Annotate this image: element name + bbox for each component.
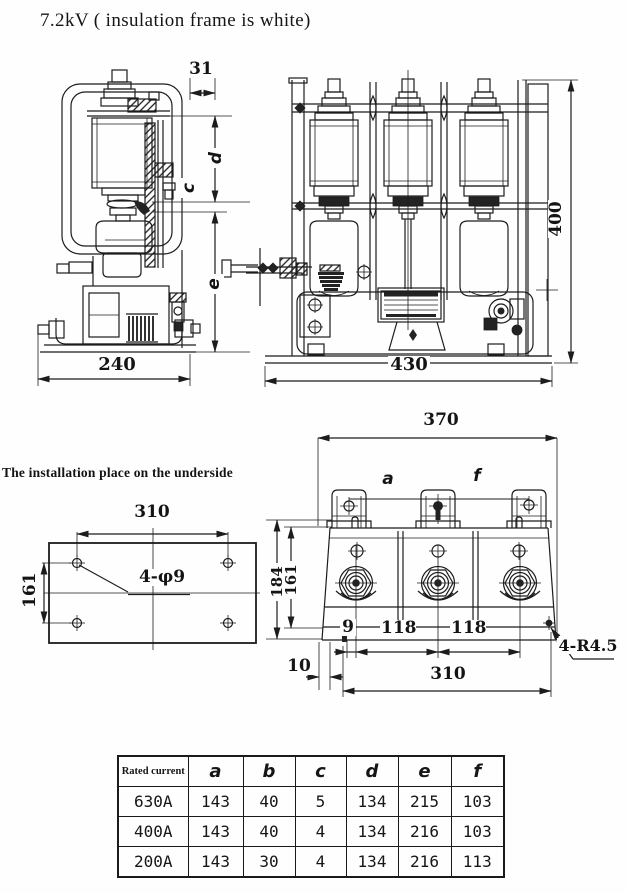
side-dim-31: 31 [186,61,216,78]
bottom-dim-4-r45: 4-R4.5 [557,636,619,655]
bottom-dim-a: a [380,471,396,488]
trip-mechanism [483,298,525,336]
cell: 103 [450,816,505,847]
dim-430 [264,366,553,387]
cell: 143 [187,846,244,878]
dim-310-bottom [342,632,552,697]
cell: 103 [450,786,505,817]
plate-dim-4-phi9: 4-φ9 [133,569,191,586]
bottom-dim-370: 370 [421,412,461,429]
terminal-3 [499,545,541,658]
base-bracket [37,318,250,353]
bottom-dim-10: 10 [286,656,312,676]
spec-header-label: Rated current [117,755,189,787]
plate-dim-161: 161 [20,572,40,609]
nameplate [377,287,445,323]
flexible-shunt [134,201,150,215]
laminated-stack [318,272,344,291]
dim-370 [317,434,558,642]
bottom-dim-9: 9 [340,619,356,636]
leader-4-phi9 [78,564,129,593]
cell: 134 [345,786,399,817]
cell: 143 [187,786,244,817]
bottom-dim-f: f [470,468,484,485]
spec-table: Rated current a b c d e f 630A 143 40 5 … [117,755,505,878]
cell: 113 [450,846,505,878]
coil-spring [128,316,154,341]
cell: 40 [242,816,296,847]
cell: 5 [294,786,347,817]
plate-dim-310: 310 [133,502,171,522]
phase-slot-2 [472,531,479,624]
dim-310-plate [76,530,229,557]
front-view-drawing [221,70,578,387]
side-dim-c: c [179,178,199,198]
vacuum-interrupter-side [91,117,153,189]
cell: 30 [242,846,296,878]
install-plate-drawing [40,528,260,650]
front-dim-430: 430 [388,356,430,374]
cell: 134 [345,816,399,847]
cell: 216 [397,846,452,878]
vacuum-poles [309,70,509,330]
side-dim-e: e [204,274,224,294]
spec-row-200a: 200A 143 30 4 134 216 113 [117,846,505,878]
dim-240 [37,334,191,386]
dim-9-118-118 [334,640,521,658]
cell: 143 [187,816,244,847]
dim-31 [189,74,216,100]
dim-161-plate [40,562,71,624]
electromagnet-mechanism [82,285,187,345]
pole-2 [383,70,433,330]
installation-note: The installation place on the underside [2,465,233,480]
side-dim-d: d [206,148,226,168]
tie-rods [369,82,448,300]
lower-housing [221,248,552,364]
upper-terminal [87,69,170,117]
support-insulators-side [95,220,153,278]
side-dim-240: 240 [96,356,138,374]
row-label: 200A [117,846,189,878]
side-view-drawing [37,69,250,386]
mounting-tab-2 [415,489,461,528]
mounting-plate-hatch [144,122,156,268]
page-title: 7.2kV ( insulation frame is white) [40,10,311,31]
spec-col-d: d [345,755,399,787]
front-dim-400: 400 [546,200,566,238]
spec-col-f: f [450,755,505,787]
mounting-tab-1 [326,489,372,528]
mounting-tab-3 [506,489,552,528]
cell: 4 [294,846,347,878]
spec-col-a: a [187,755,244,787]
bottom-dim-310: 310 [429,664,467,684]
dim-400 [522,79,578,364]
spec-header-row: Rated current a b c d e f [117,755,505,787]
cell: 134 [345,846,399,878]
terminal-2 [417,545,459,658]
terminal-clamp [257,262,279,274]
mounting-holes [69,555,236,631]
cell: 40 [242,786,296,817]
pole-3 [459,78,509,297]
bottom-dim-118-1: 118 [380,618,417,638]
cell: 215 [397,786,452,817]
bottom-dim-161: 161 [282,561,300,599]
spec-row-630a: 630A 143 40 5 134 215 103 [117,786,505,817]
phase-slot-1 [397,531,404,624]
cell: 216 [397,816,452,847]
bottom-dim-118-2: 118 [450,618,487,638]
spec-row-400a: 400A 143 40 4 134 216 103 [117,816,505,847]
insulation-frame [61,83,183,255]
spec-col-e: e [397,755,452,787]
terminal-1 [335,545,377,658]
row-label: 400A [117,816,189,847]
spec-col-b: b [242,755,296,787]
bottom-view-drawing [266,434,614,697]
spec-col-c: c [294,755,347,787]
row-label: 630A [117,786,189,817]
dim-10 [306,642,343,690]
cell: 4 [294,816,347,847]
